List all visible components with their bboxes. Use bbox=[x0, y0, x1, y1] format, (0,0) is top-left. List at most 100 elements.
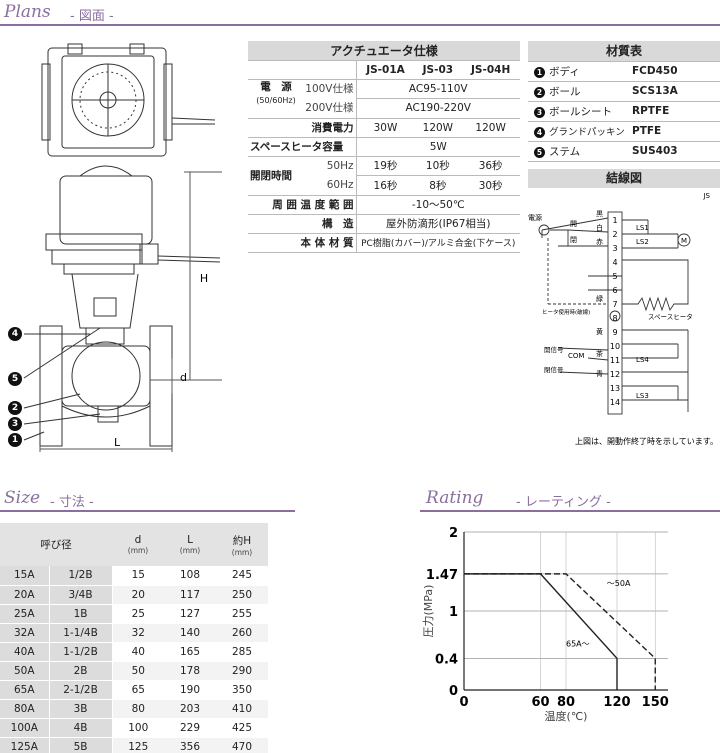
size-b-cell: 2B bbox=[49, 661, 113, 681]
model-header: JS-01A bbox=[355, 60, 415, 80]
size-h-cell: 425 bbox=[216, 718, 268, 738]
valve-drawing: H d L bbox=[23, 43, 222, 452]
material-value: SCS13A bbox=[632, 81, 720, 102]
material-value: RPTFE bbox=[632, 101, 720, 122]
ls1-label: LS1 bbox=[636, 224, 649, 232]
series-label: 〜50A bbox=[607, 579, 631, 588]
motor-label: M bbox=[681, 237, 687, 245]
y-axis-label: 圧力(MPa) bbox=[422, 585, 435, 638]
materials-heading: 材質表 bbox=[528, 41, 720, 62]
part-marker-5: 5 bbox=[8, 372, 22, 386]
power-label: 電 源 bbox=[260, 80, 292, 93]
wire-black: 黒 bbox=[596, 210, 603, 218]
heater-value: 5W bbox=[355, 137, 520, 157]
size-d-cell: 32 bbox=[112, 623, 164, 643]
size-d-cell: 40 bbox=[112, 642, 164, 662]
material-value: FCD450 bbox=[632, 61, 720, 82]
size-a-cell: 50A bbox=[0, 661, 50, 681]
size-h-cell: 285 bbox=[216, 642, 268, 662]
js-label: JS bbox=[702, 192, 710, 200]
terminal-number: 9 bbox=[612, 328, 617, 337]
time-50-label: 50Hz bbox=[326, 159, 354, 172]
h-header: 約H bbox=[232, 534, 252, 547]
open-label: 開 bbox=[570, 220, 577, 228]
com-label: COM bbox=[568, 352, 584, 360]
power-200-value: AC190-220V bbox=[355, 98, 520, 119]
y-tick-label: 1.47 bbox=[426, 568, 458, 583]
terminal-number: 1 bbox=[612, 216, 617, 225]
material-part: ボディ bbox=[549, 65, 580, 78]
x-axis-label: 温度(℃) bbox=[545, 709, 588, 723]
size-h-cell: 245 bbox=[216, 566, 268, 586]
power-source-label: 電源 bbox=[528, 213, 542, 222]
wire-yellow: 黄 bbox=[596, 327, 603, 336]
size-d-cell: 65 bbox=[112, 680, 164, 700]
ambient-label: 周 囲 温 度 範 囲 bbox=[248, 195, 356, 215]
consumption-value: 120W bbox=[461, 118, 520, 138]
size-l-cell: 127 bbox=[164, 604, 216, 624]
material-number: 1 bbox=[534, 66, 545, 78]
model-header: JS-03 bbox=[414, 60, 462, 80]
size-b-cell: 1B bbox=[49, 604, 113, 624]
nominal-header: 呼び径 bbox=[0, 523, 112, 566]
material-part: グランドパッキン bbox=[549, 127, 625, 138]
part-marker-2: 2 bbox=[8, 401, 22, 415]
x-tick-label: 0 bbox=[459, 695, 468, 710]
l-header: L bbox=[187, 534, 193, 546]
plans-subtitle: - 図面 - bbox=[70, 9, 114, 24]
size-l-cell: 178 bbox=[164, 661, 216, 681]
material-number: 4 bbox=[534, 127, 545, 138]
material-part: ステム bbox=[549, 145, 581, 158]
terminal-number: 3 bbox=[612, 244, 617, 253]
wiring-heading: 結線図 bbox=[528, 169, 720, 188]
model-header: JS-04H bbox=[461, 60, 520, 80]
size-title: Size bbox=[4, 488, 41, 508]
size-d-cell: 20 bbox=[112, 585, 164, 605]
material-part: ボール bbox=[549, 85, 581, 98]
rating-title: Rating bbox=[426, 488, 484, 508]
d-header: d bbox=[134, 534, 142, 546]
size-b-cell: 1-1/4B bbox=[49, 623, 113, 643]
structure-label: 構 造 bbox=[248, 214, 356, 234]
rating-underline bbox=[420, 510, 720, 512]
size-d-cell: 125 bbox=[112, 737, 164, 753]
part-marker-4: 4 bbox=[8, 327, 22, 341]
terminal-number: 7 bbox=[612, 300, 617, 309]
terminal-number: 14 bbox=[610, 398, 620, 407]
consumption-value: 30W bbox=[355, 118, 415, 138]
material-number: 3 bbox=[534, 106, 545, 118]
size-a-cell: 125A bbox=[0, 737, 50, 753]
size-a-cell: 100A bbox=[0, 718, 50, 738]
structure-value: 屋外防滴形(IP67相当) bbox=[355, 214, 520, 234]
size-h-cell: 255 bbox=[216, 604, 268, 624]
plans-title: Plans bbox=[4, 2, 51, 22]
size-l-cell: 229 bbox=[164, 718, 216, 738]
size-b-cell: 3/4B bbox=[49, 585, 113, 605]
size-header: Size - 寸法 - bbox=[0, 488, 300, 512]
wire-green: 緑 bbox=[596, 294, 603, 303]
wiring-note: 上図は、開動作終了時を示しています。 bbox=[575, 436, 718, 446]
time-60-value: 8秒 bbox=[414, 175, 462, 196]
material-value: PTFE bbox=[632, 121, 720, 142]
size-subtitle: - 寸法 - bbox=[50, 495, 94, 510]
terminal-number: 5 bbox=[612, 272, 617, 281]
size-d-cell: 100 bbox=[112, 718, 164, 738]
ambient-value: -10〜50℃ bbox=[355, 195, 520, 215]
terminal-number: 6 bbox=[612, 286, 617, 295]
size-l-cell: 356 bbox=[164, 737, 216, 753]
size-d-cell: 15 bbox=[112, 566, 164, 586]
size-h-cell: 250 bbox=[216, 585, 268, 605]
x-tick-label: 60 bbox=[531, 695, 549, 710]
